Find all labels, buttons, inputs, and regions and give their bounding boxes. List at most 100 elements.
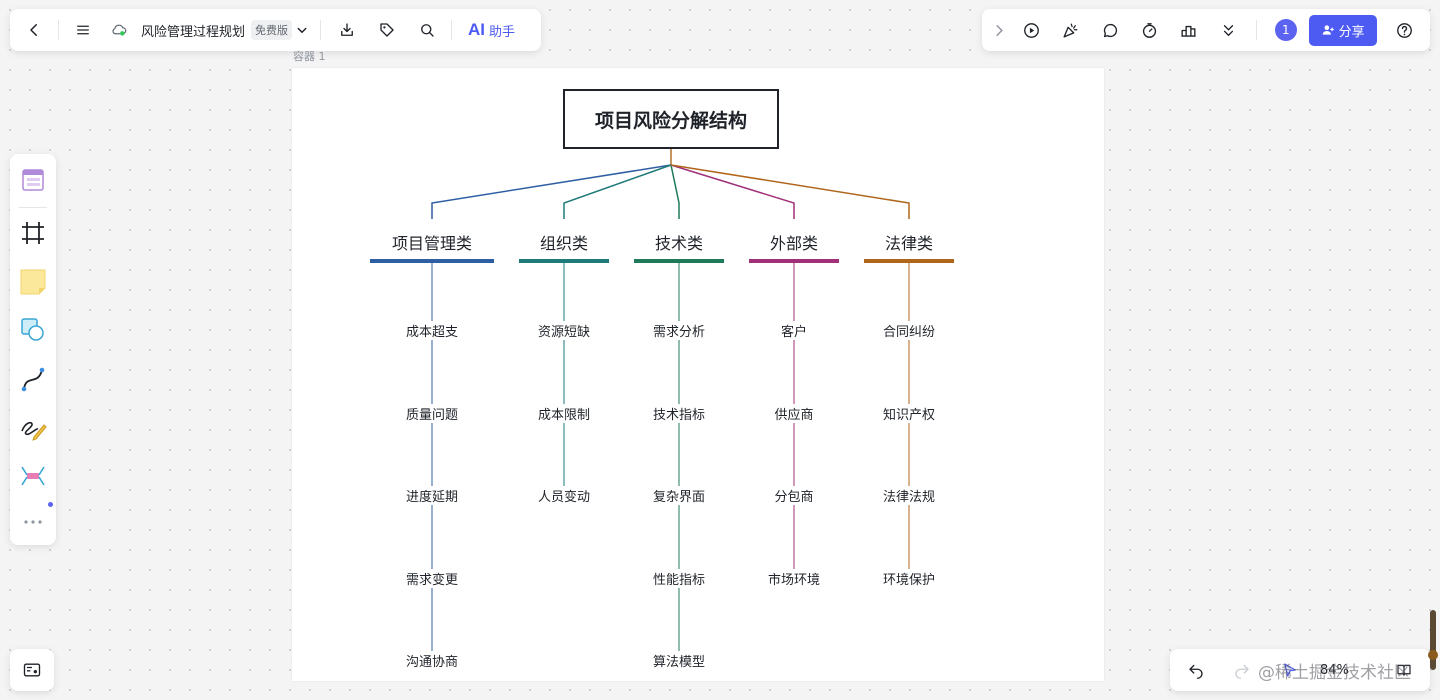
frame-tool[interactable]	[17, 217, 49, 249]
branch-connector	[563, 164, 672, 219]
notification-dot	[48, 502, 53, 507]
risk-item[interactable]: 资源短缺	[535, 321, 593, 340]
more-tools[interactable]	[17, 506, 49, 538]
chevron-right-icon	[996, 24, 1004, 36]
title-dropdown[interactable]	[292, 14, 312, 46]
undo-button[interactable]	[1176, 654, 1216, 686]
risk-item[interactable]: 质量问题	[403, 403, 461, 423]
ai-assistant-label: 助手	[489, 24, 516, 40]
zoom-level[interactable]: 84%	[1320, 662, 1349, 678]
collaborator-count[interactable]: 1	[1274, 19, 1297, 41]
branch-connector	[670, 164, 910, 219]
divider	[320, 20, 322, 40]
select-tool-button[interactable]	[1270, 654, 1310, 686]
risk-item[interactable]: 合同纠纷	[880, 321, 938, 340]
tool-rail	[10, 154, 56, 545]
party-popper-icon	[1063, 23, 1078, 38]
template-icon	[22, 169, 44, 191]
collab-toolbar: 1 分享	[982, 9, 1430, 51]
add-user-icon	[1322, 25, 1334, 35]
risk-item[interactable]: 市场环境	[765, 568, 823, 588]
pen-icon	[21, 421, 47, 441]
download-button[interactable]	[331, 14, 363, 46]
plan-badge: 免费版	[251, 20, 293, 40]
cloud-icon	[112, 24, 127, 36]
divider	[451, 20, 453, 40]
podium-icon	[1181, 25, 1196, 37]
undo-icon	[1189, 664, 1203, 679]
back-button[interactable]	[18, 14, 50, 46]
risk-item[interactable]: 需求变更	[403, 568, 461, 588]
risk-item[interactable]: 需求分析	[650, 321, 708, 340]
search-button[interactable]	[411, 14, 443, 46]
risk-item[interactable]: 成本超支	[403, 321, 461, 340]
help-button[interactable]	[1385, 14, 1424, 46]
category-label[interactable]: 外部类	[769, 234, 819, 253]
fit-view-button[interactable]	[1384, 654, 1424, 686]
sticky-note-icon	[20, 269, 46, 295]
risk-item[interactable]: 算法模型	[650, 651, 708, 670]
mindmap-root[interactable]: 项目风险分解结构	[563, 89, 779, 149]
category-label[interactable]: 项目管理类	[391, 234, 473, 253]
template-tool[interactable]	[17, 164, 49, 196]
cloud-sync-status[interactable]	[103, 14, 135, 46]
mindmap-tool[interactable]	[17, 460, 49, 492]
category-label[interactable]: 技术类	[654, 234, 704, 253]
map-icon	[23, 663, 41, 677]
more-horizontal-icon	[24, 520, 42, 524]
risk-item[interactable]: 进度延期	[403, 486, 461, 505]
divider	[1255, 20, 1257, 40]
vote-button[interactable]	[1169, 14, 1208, 46]
tag-button[interactable]	[371, 14, 403, 46]
risk-item[interactable]: 分包商	[772, 486, 816, 505]
redo-icon	[1235, 664, 1249, 679]
risk-item[interactable]: 成本限制	[535, 403, 593, 423]
timer-button[interactable]	[1130, 14, 1169, 46]
risk-item[interactable]: 知识产权	[880, 403, 938, 423]
branch-connector	[670, 164, 680, 219]
document-title[interactable]: 风险管理过程规划	[141, 24, 246, 40]
shape-tool[interactable]	[17, 314, 49, 346]
risk-item[interactable]: 性能指标	[650, 568, 708, 588]
risk-item[interactable]: 环境保护	[880, 568, 938, 588]
risk-item[interactable]: 复杂界面	[650, 486, 708, 505]
ai-assistant-button[interactable]: AI 助手	[460, 14, 523, 46]
celebrate-button[interactable]	[1051, 14, 1090, 46]
category-label[interactable]: 法律类	[884, 234, 934, 253]
menu-button[interactable]	[67, 14, 99, 46]
more-tools-button[interactable]	[1209, 14, 1248, 46]
risk-item[interactable]: 人员变动	[535, 486, 593, 505]
cursor-icon	[1284, 663, 1296, 677]
chevron-down-icon	[297, 27, 307, 34]
play-icon	[1023, 22, 1039, 38]
connector-tool[interactable]	[17, 363, 49, 395]
scrollbar[interactable]	[1430, 610, 1436, 670]
comment-button[interactable]	[1090, 14, 1129, 46]
category-label[interactable]: 组织类	[539, 234, 589, 253]
comment-icon	[1103, 23, 1117, 37]
tag-icon	[380, 23, 394, 37]
risk-item[interactable]: 法律法规	[880, 486, 938, 505]
chevron-left-icon	[30, 24, 37, 36]
risk-item[interactable]: 供应商	[772, 403, 816, 423]
share-button[interactable]: 分享	[1308, 14, 1377, 46]
download-icon	[341, 23, 353, 36]
divider	[19, 207, 47, 208]
divider	[58, 20, 59, 40]
redo-button[interactable]	[1222, 654, 1262, 686]
pen-tool[interactable]	[17, 412, 49, 444]
sticky-note-tool[interactable]	[17, 266, 49, 298]
expand-button[interactable]	[988, 14, 1012, 46]
search-icon	[421, 24, 434, 37]
risk-item[interactable]: 客户	[778, 321, 810, 340]
present-button[interactable]	[1012, 14, 1051, 46]
scroll-knob[interactable]	[1428, 650, 1438, 660]
mindmap-icon	[21, 466, 45, 486]
connector-curve-icon	[21, 367, 45, 392]
risk-item[interactable]: 技术指标	[650, 403, 708, 423]
frame-icon	[22, 222, 44, 244]
risk-item[interactable]: 沟通协商	[403, 651, 461, 670]
minimap-button[interactable]	[10, 649, 54, 691]
branch-connector	[670, 164, 795, 219]
shapes-icon	[21, 318, 44, 341]
